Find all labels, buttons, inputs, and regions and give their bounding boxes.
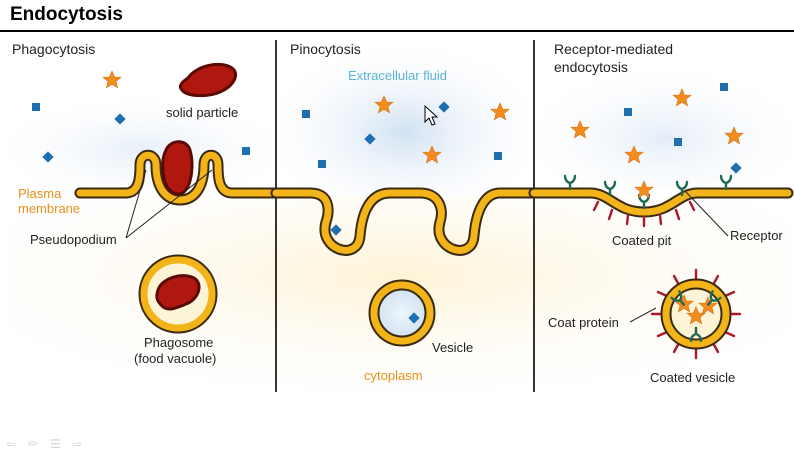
ligand-star xyxy=(102,70,122,89)
mouse-cursor-icon xyxy=(424,104,439,126)
pinocytosis-panel: Pinocytosis Extracellular fluid Vesicle … xyxy=(290,41,510,383)
coated-vesicle-label: Coated vesicle xyxy=(650,370,735,385)
coat-protein-label: Coat protein xyxy=(548,315,619,330)
menu-icon[interactable]: ☰ xyxy=(50,437,61,451)
phagosome-label-line2: (food vacuole) xyxy=(134,351,216,366)
receptor-mediated-heading-line2: endocytosis xyxy=(554,59,628,75)
pen-icon[interactable]: ✏ xyxy=(28,437,39,451)
pinocytosis-extracellular-tint xyxy=(278,36,532,196)
receptor-pointer xyxy=(685,191,729,237)
receptor-label: Receptor xyxy=(730,228,783,243)
solute-cube xyxy=(318,160,326,168)
solute-cube xyxy=(242,147,250,155)
pseudopodium-pointer-1 xyxy=(125,169,147,239)
cytoplasm-label: cytoplasm xyxy=(364,368,423,383)
solid-particle-free xyxy=(178,62,237,98)
pseudopodium-label: Pseudopodium xyxy=(30,232,117,247)
phagosome-particle xyxy=(155,274,201,311)
phagocytosis-heading: Phagocytosis xyxy=(12,41,95,57)
coat-protein-pointer xyxy=(629,307,657,323)
slideshow-nav: ⇦ ✏ ☰ ⇨ xyxy=(6,438,86,454)
receptor-extracellular-tint xyxy=(536,60,792,190)
diagram-title: Endocytosis xyxy=(10,4,123,25)
plasma-membrane-label-line2: membrane xyxy=(18,201,80,216)
previous-slide-icon[interactable]: ⇦ xyxy=(6,437,17,451)
phagocytosis-panel: Phagocytosis solid particle Plasma membr… xyxy=(12,41,250,366)
extracellular-fluid-label: Extracellular fluid xyxy=(348,68,447,83)
coated-pit-label: Coated pit xyxy=(612,233,672,248)
phagosome-label-line1: Phagosome xyxy=(144,335,213,350)
solute-cube xyxy=(302,110,310,118)
solid-particle-engulfed xyxy=(161,140,194,196)
vesicle-label: Vesicle xyxy=(432,340,473,355)
receptor-mediated-heading-line1: Receptor-mediated xyxy=(554,41,673,57)
solute-cube xyxy=(32,103,40,111)
plasma-membrane xyxy=(74,149,794,256)
next-slide-icon[interactable]: ⇨ xyxy=(72,437,83,451)
solid-particle-label: solid particle xyxy=(166,105,238,120)
coat-protein-cluster xyxy=(592,200,696,228)
solute-cube xyxy=(720,83,728,91)
title-underline xyxy=(0,30,794,32)
solute-cube xyxy=(624,108,632,116)
solute-cube xyxy=(494,152,502,160)
pseudopodium-pointer-2 xyxy=(125,169,213,239)
plasma-membrane-label-line1: Plasma xyxy=(18,186,62,201)
coated-vesicle xyxy=(650,268,742,360)
receptor-mediated-panel: Receptor-mediated endocytosis Coated pit… xyxy=(548,41,783,385)
solute-cube xyxy=(674,138,682,146)
pinocytosis-heading: Pinocytosis xyxy=(290,41,361,57)
